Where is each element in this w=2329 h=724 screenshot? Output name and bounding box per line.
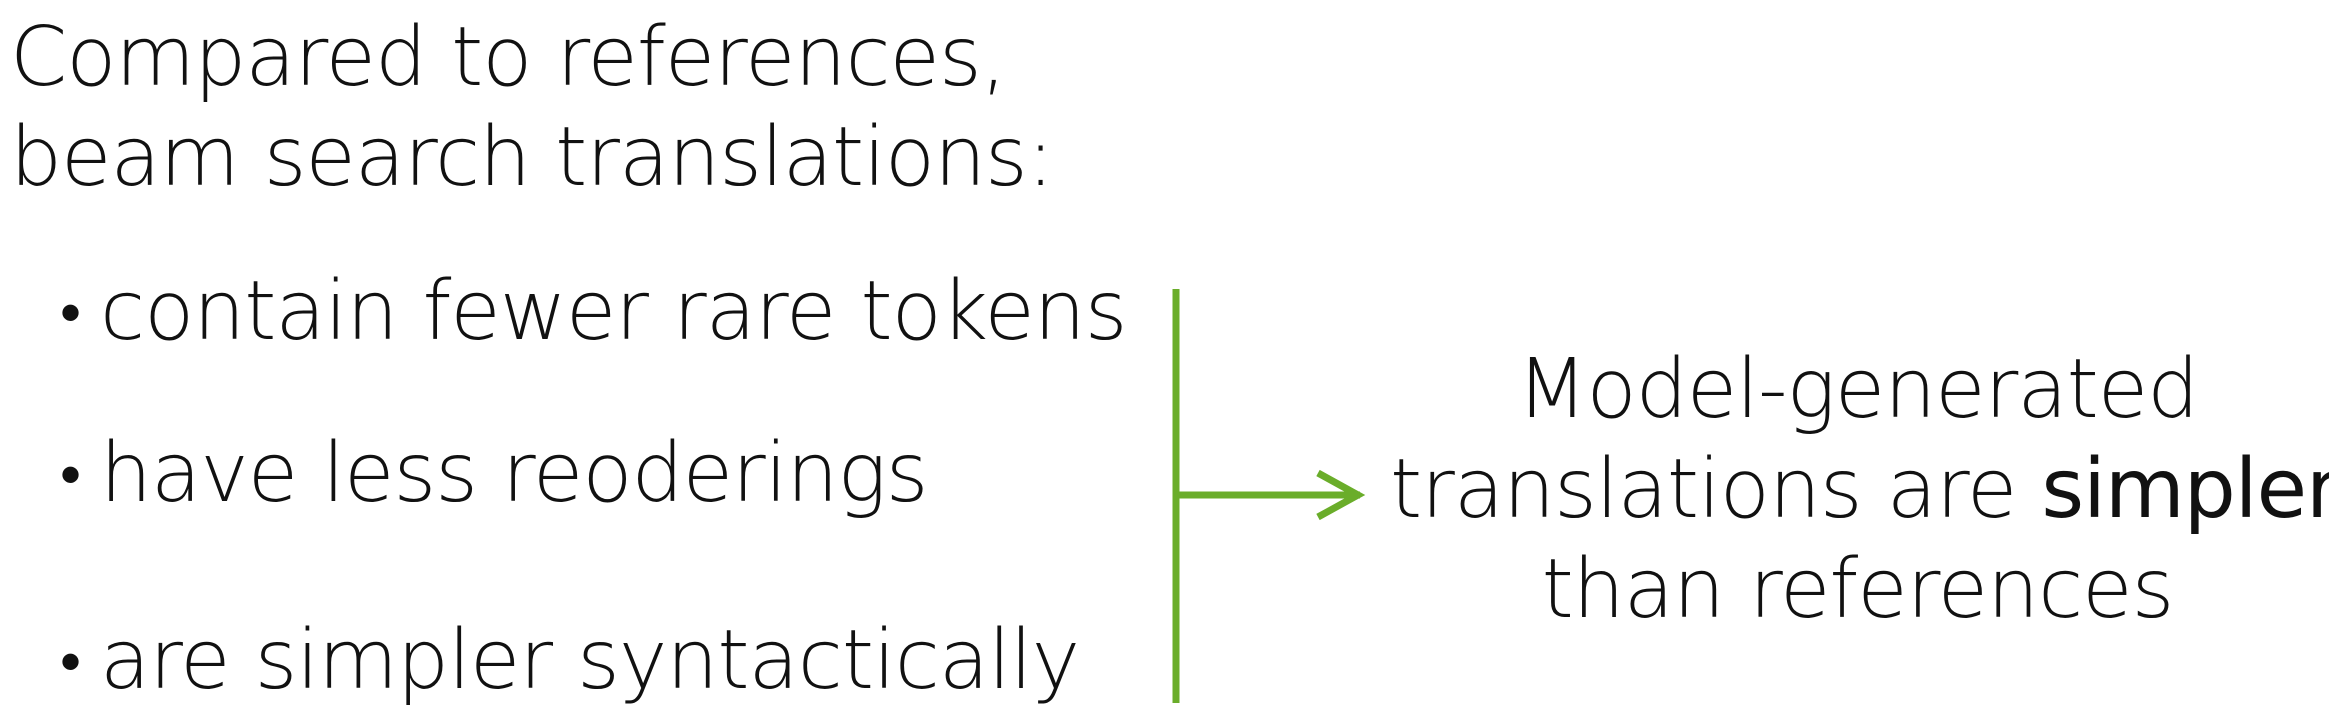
conclusion-text: Model-generated translations are simpler… xyxy=(1390,340,2329,640)
bullet-dot: • xyxy=(60,627,81,697)
bullet-item-reorderings: • have less reoderings xyxy=(60,424,928,525)
arrow-head-icon xyxy=(1316,469,1366,521)
conclusion-emphasis: simpler xyxy=(2041,442,2329,537)
bullet-dot: • xyxy=(60,440,81,510)
conclusion-line-2-prefix: translations are xyxy=(1390,442,2042,537)
bullet-text: are simpler syntactically xyxy=(100,613,1080,708)
heading-line-1: Compared to references, xyxy=(10,10,1007,105)
bullet-dot: • xyxy=(60,278,81,348)
heading-line-2: beam search translations: xyxy=(10,110,1054,205)
conclusion-line-1: Model-generated xyxy=(1516,342,2199,437)
bullet-text: have less reoderings xyxy=(100,426,928,521)
bullet-item-syntax: • are simpler syntactically xyxy=(60,611,1080,712)
bullet-text: contain fewer rare tokens xyxy=(100,264,1127,359)
bracket-arrow-connector xyxy=(1172,289,1366,703)
conclusion-line-3: than references xyxy=(1541,542,2175,637)
heading: Compared to references, beam search tran… xyxy=(10,8,1110,208)
bullet-item-rare-tokens: • contain fewer rare tokens xyxy=(60,262,1127,363)
